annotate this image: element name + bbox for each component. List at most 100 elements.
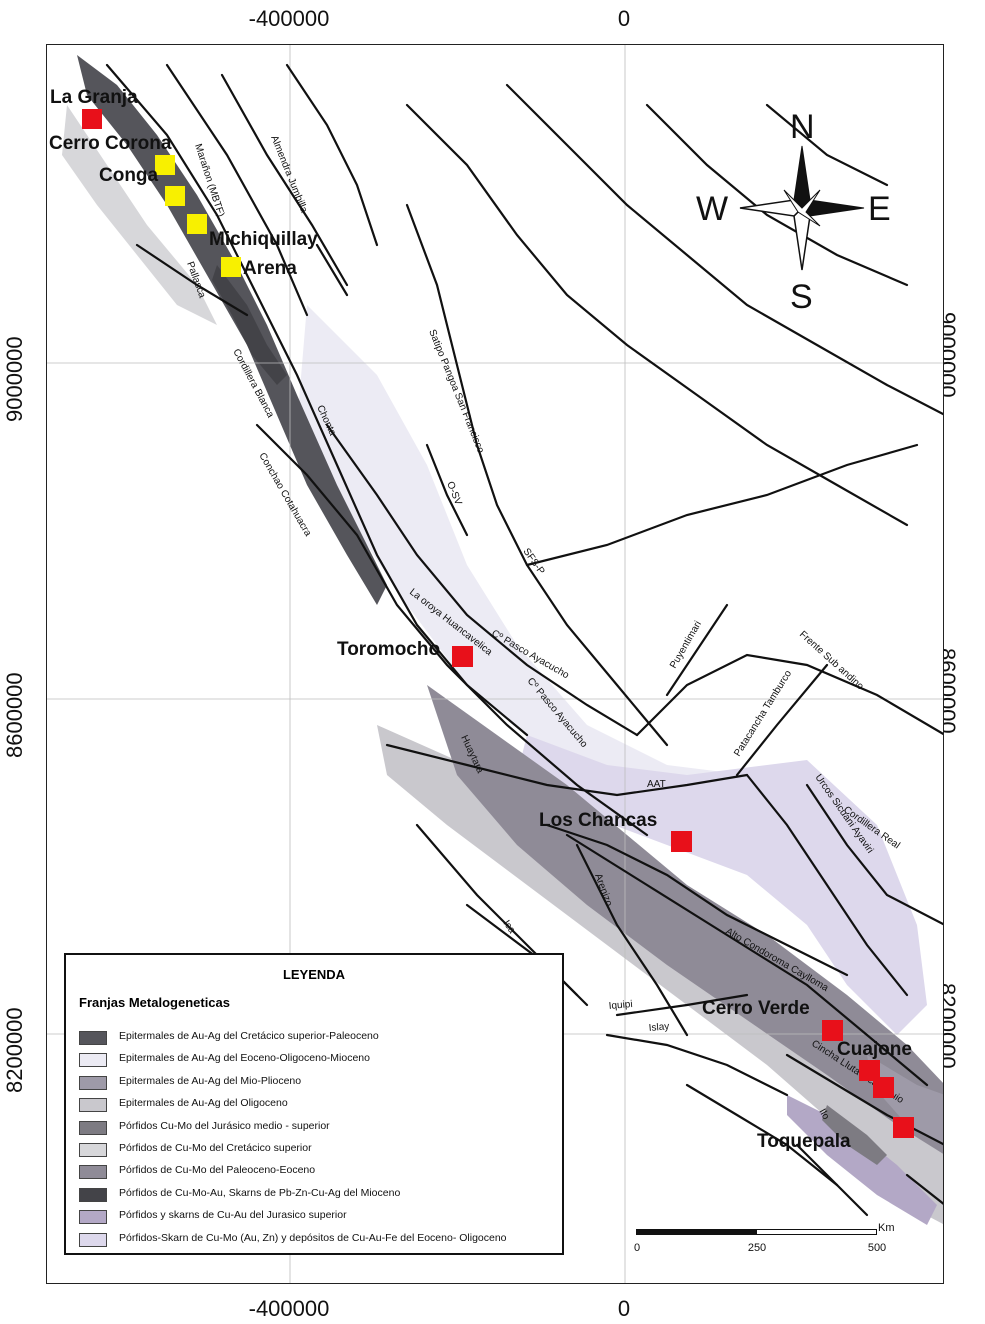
fault-line <box>565 833 929 1087</box>
compass-label-e: E <box>868 190 891 228</box>
fault-label: AAT <box>647 779 666 790</box>
fault-line <box>325 423 639 737</box>
legend-swatch <box>79 1053 107 1068</box>
scale-bar: Km 0 250 500 <box>634 1222 896 1266</box>
axis-left-label-3: 8200000 <box>2 1007 27 1093</box>
legend-swatch <box>79 1120 107 1135</box>
marker-cuajone-2[interactable] <box>873 1077 894 1098</box>
compass-point-north <box>793 145 811 209</box>
fault-label: Islay <box>648 1021 669 1034</box>
legend-item-label: Epitermales de Au-Ag del Cretácico super… <box>119 1030 379 1042</box>
site-label-cerro-corona: Cerro Corona <box>49 133 172 154</box>
legend-box: LEYENDA Franjas Metalogeneticas Epiterma… <box>64 953 564 1255</box>
fault-line <box>425 443 469 537</box>
fault-line <box>385 743 749 797</box>
fault-line <box>765 103 889 187</box>
fault-line <box>525 443 919 567</box>
axis-top-label-2: 0 <box>617 6 631 31</box>
fault-line <box>575 843 689 1037</box>
legend-item-label: Pórfidos de Cu-Mo del Cretácico superior <box>119 1141 312 1154</box>
axis-left-label-1: 9000000 <box>2 336 27 422</box>
axis-left-label-2: 8600000 <box>2 672 27 758</box>
fault-line <box>665 603 729 697</box>
legend-swatch <box>79 1187 107 1202</box>
legend-swatch <box>79 1142 107 1157</box>
belt-mioceno <box>212 265 287 385</box>
belt-jurasico-superior <box>787 1095 937 1225</box>
legend-item-label: Pórfidos-Skarn de Cu-Mo (Au, Zn) y depós… <box>119 1231 507 1244</box>
marker-la-granja[interactable] <box>82 109 102 129</box>
legend-item-label: Pórfidos y skarns de Cu-Au del Jurasico … <box>119 1209 347 1222</box>
legend-swatch <box>79 1165 107 1180</box>
fault-line <box>165 63 309 317</box>
compass-diag <box>783 189 821 227</box>
marker-toromocho[interactable] <box>452 646 473 667</box>
legend-swatch <box>79 1075 107 1090</box>
compass-label-w: W <box>696 190 728 228</box>
site-labels: La Granja Cerro Corona Conga Michiquilla… <box>49 87 912 1152</box>
legend-title: LEYENDA <box>282 967 346 982</box>
fault-line <box>105 63 529 737</box>
legend-swatch <box>79 1098 107 1113</box>
scale-unit: Km <box>878 1222 895 1234</box>
fault-line <box>135 243 249 317</box>
fault-label: Frente Sub andino <box>797 629 866 693</box>
legend-swatch <box>79 1210 107 1225</box>
site-label-michiquillay: Michiquillay <box>209 229 318 250</box>
fault-line <box>285 63 379 247</box>
fault-label: Patacancha Tamburco <box>732 668 794 758</box>
belt-cretacico-paleoceno <box>77 55 387 605</box>
marker-michiquillay[interactable] <box>187 214 207 234</box>
legend-item-label: Epitermales de Au-Ag del Eoceno-Oligocen… <box>119 1052 370 1065</box>
site-label-cerro-verde: Cerro Verde <box>702 998 810 1019</box>
legend-item-label: Pórfidos Cu-Mo del Jurásico medio - supe… <box>119 1119 330 1132</box>
belt-eoceno-oligoceno-mioceno <box>297 305 807 825</box>
fault-label: Almendra Jumbilla <box>268 134 309 215</box>
site-label-los-chancas: Los Chancas <box>539 810 657 831</box>
marker-cerro-verde[interactable] <box>822 1020 843 1041</box>
faults <box>105 63 943 1217</box>
site-label-arena: Arena <box>243 258 297 279</box>
belt-jurasico-medio <box>822 1105 887 1165</box>
belt-paleoceno-eoceno <box>427 685 943 1154</box>
site-label-conga: Conga <box>99 165 159 186</box>
fault-line <box>685 1083 839 1187</box>
fault-line <box>405 103 909 527</box>
marker-cerro-corona[interactable] <box>155 155 175 175</box>
fault-line <box>505 83 943 416</box>
fault-line <box>735 663 829 777</box>
site-label-toquepala: Toquepala <box>757 1131 851 1152</box>
fault-line <box>805 783 943 926</box>
fault-line <box>405 203 669 747</box>
marker-los-chancas[interactable] <box>671 831 692 852</box>
marker-arena[interactable] <box>221 257 241 277</box>
marker-cuajone-1[interactable] <box>859 1060 880 1081</box>
compass-rose: N S E W <box>696 108 891 316</box>
belt-cretacico-superior <box>62 105 217 325</box>
scale-tick-500: 500 <box>867 1242 887 1254</box>
fault-line <box>785 1053 943 1146</box>
fault-label: Satipo Pangoa San Francisco <box>426 328 486 455</box>
scale-bar-segment-2 <box>756 1229 877 1235</box>
axis-top-label-1: -400000 <box>248 6 330 31</box>
fault-line <box>545 823 849 977</box>
scale-bar-segment-1 <box>636 1229 757 1235</box>
fault-label: Iquipi <box>608 999 633 1012</box>
legend-subtitle: Franjas Metalogeneticas <box>79 995 230 1010</box>
fault-line <box>315 243 349 297</box>
legend-swatch <box>79 1031 107 1045</box>
map-canvas[interactable]: Almendra Jumbilla Marañon (MBTF) Pallasc… <box>47 45 944 1284</box>
fault-line <box>635 653 943 737</box>
fault-line <box>615 993 749 1017</box>
compass-label-n: N <box>790 108 815 146</box>
marker-toquepala[interactable] <box>893 1117 914 1138</box>
fault-line <box>795 1143 869 1217</box>
scale-tick-250: 250 <box>747 1242 767 1254</box>
site-label-cuajone: Cuajone <box>837 1039 912 1060</box>
legend-item-label: Pórfidos de Cu-Mo del Paleoceno-Eoceno <box>119 1164 316 1177</box>
site-label-toromocho: Toromocho <box>337 639 440 660</box>
site-label-la-granja: La Granja <box>50 87 138 108</box>
marker-conga[interactable] <box>165 186 185 206</box>
legend-item-label: Epitermales de Au-Ag del Mio-Plioceno <box>119 1074 302 1087</box>
fault-line <box>905 1173 943 1205</box>
